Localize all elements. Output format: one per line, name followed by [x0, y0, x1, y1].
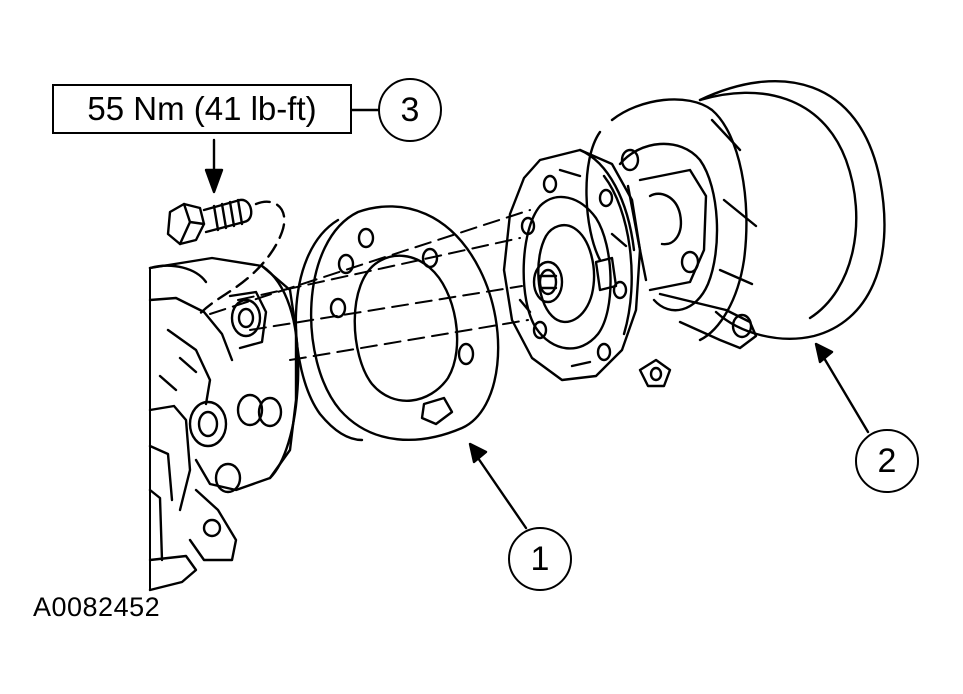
housing	[148, 256, 300, 592]
bolt	[166, 138, 286, 320]
pulley-assembly	[585, 80, 886, 388]
alignment-lines	[209, 209, 531, 361]
figure-code: A0082452	[33, 592, 161, 622]
torque-spec-label: 55 Nm (41 lb-ft)	[52, 84, 352, 134]
shim-plate	[294, 205, 500, 442]
leader-arrows	[350, 108, 870, 530]
callout-1: 1	[508, 527, 572, 591]
callout-3: 3	[378, 78, 442, 142]
callout-2: 2	[855, 429, 919, 493]
clutch-hub	[502, 148, 642, 382]
